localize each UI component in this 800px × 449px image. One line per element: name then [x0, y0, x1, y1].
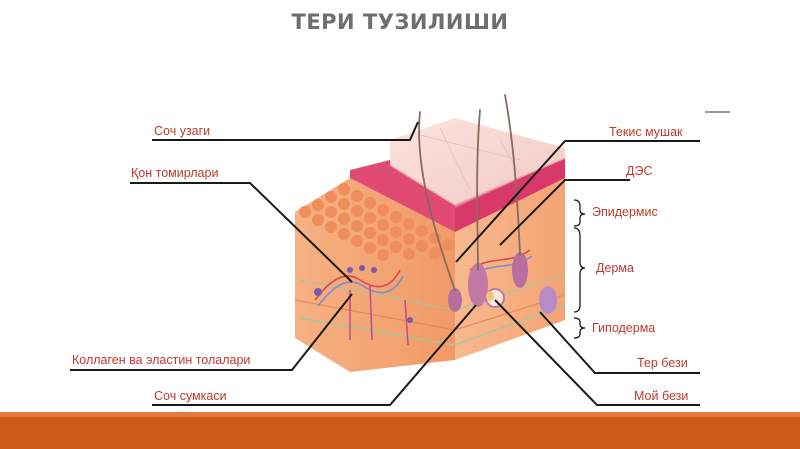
- line-hair-shaft: [152, 121, 419, 141]
- line-des: [499, 179, 630, 246]
- footer-bar: [0, 412, 800, 449]
- label-hypodermis: Гиподерма: [592, 321, 656, 335]
- label-des: ДЭС: [626, 164, 653, 178]
- epidermis-band: [455, 155, 565, 232]
- label-hair-shaft: Соч узаги: [154, 124, 211, 138]
- footer-accent-strip: [0, 412, 800, 417]
- label-sweat-gland: Тер бези: [637, 356, 688, 370]
- leader-lines: [70, 121, 700, 406]
- sensors: [314, 265, 413, 323]
- label-hair-follicle: Соч сумкаси: [154, 389, 227, 403]
- label-flat-muscle: Текис мушак: [609, 125, 683, 139]
- label-sebaceous-gland: Мой бези: [634, 389, 689, 403]
- layer-brackets: [573, 199, 586, 339]
- line-flat-muscle: [455, 140, 700, 263]
- label-collagen: Коллаген ва эластин толалари: [72, 353, 251, 367]
- dermal-papillae: [299, 183, 454, 261]
- label-blood-vessels: Қон томирлари: [131, 166, 219, 180]
- skin-diagram: [70, 94, 730, 406]
- bracket-epidermis: [573, 199, 586, 227]
- skin-block: [294, 118, 566, 372]
- line-collagen: [70, 293, 353, 371]
- label-epidermis: Эпидермис: [592, 205, 658, 219]
- bracket-dermis: [573, 227, 586, 313]
- line-hair-follicle: [152, 304, 477, 406]
- bracket-hypodermis: [573, 317, 586, 339]
- follicles: [448, 252, 557, 314]
- hairs: [418, 94, 521, 291]
- label-dermis: Дерма: [596, 261, 634, 275]
- line-blood-vessels: [130, 182, 353, 283]
- epidermis-front: [350, 160, 455, 232]
- line-sebaceous-gland: [494, 299, 700, 406]
- line-sweat-gland: [539, 311, 700, 374]
- skin-surface-edge: [389, 157, 566, 206]
- slide-title: ТЕРИ ТУЗИЛИШИ: [291, 10, 509, 34]
